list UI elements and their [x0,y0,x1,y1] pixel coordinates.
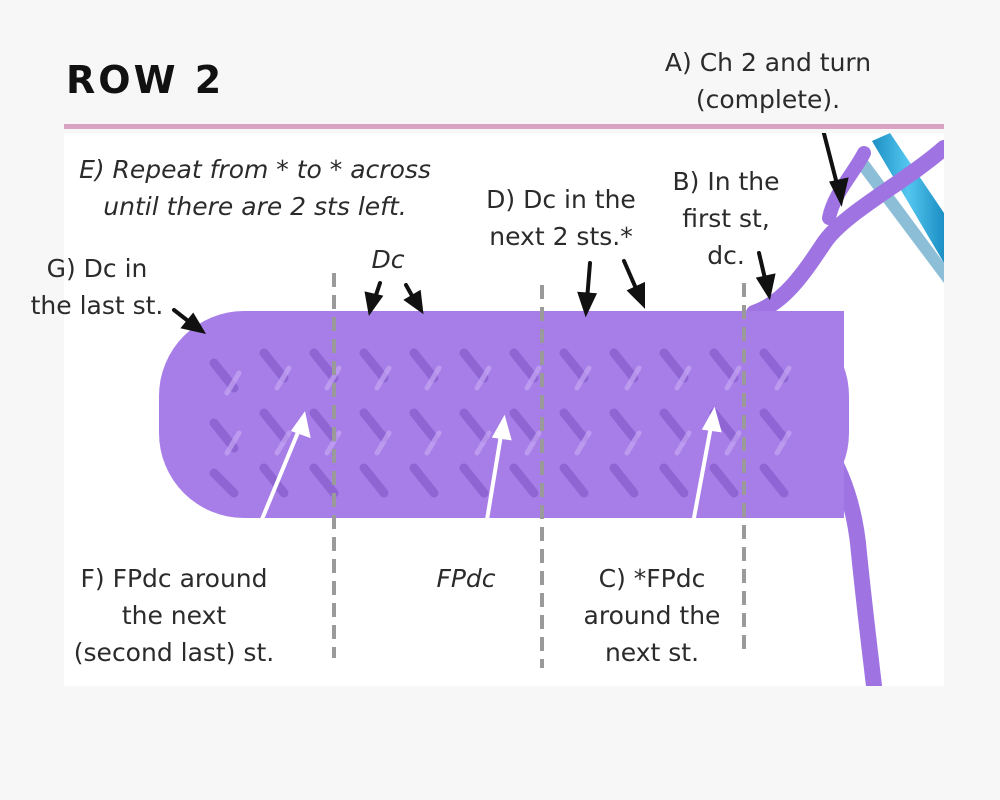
crochet-photo [64,133,944,686]
fpdc-arrows [246,406,722,555]
crochet-hook [854,133,944,283]
label-d-dc-next-two: D) Dc in the next 2 sts.* [486,185,636,251]
title-divider [64,124,944,129]
label-fpdc: FPdc [436,564,496,593]
label-e-repeat: E) Repeat from * to * across until there… [79,155,431,221]
label-c-fpdc-next: C) *FPdc around the next st. [583,564,721,667]
label-f-fpdc-second-last: F) FPdc around the next (second last) st… [73,564,275,667]
row-title: ROW 2 [66,58,225,102]
yarn-tail-top [746,140,944,321]
label-dc: Dc [371,245,405,274]
label-g-last-stitch: G) Dc in the last st. [30,254,164,320]
pattern-repeat-dividers [332,273,746,668]
dc-arrows [172,133,849,334]
crochet-swatch-illustration [159,133,944,686]
label-b-first-stitch: B) In the first st, dc. [672,167,780,270]
label-a-chain-turn: A) Ch 2 and turn (complete). [664,48,872,114]
